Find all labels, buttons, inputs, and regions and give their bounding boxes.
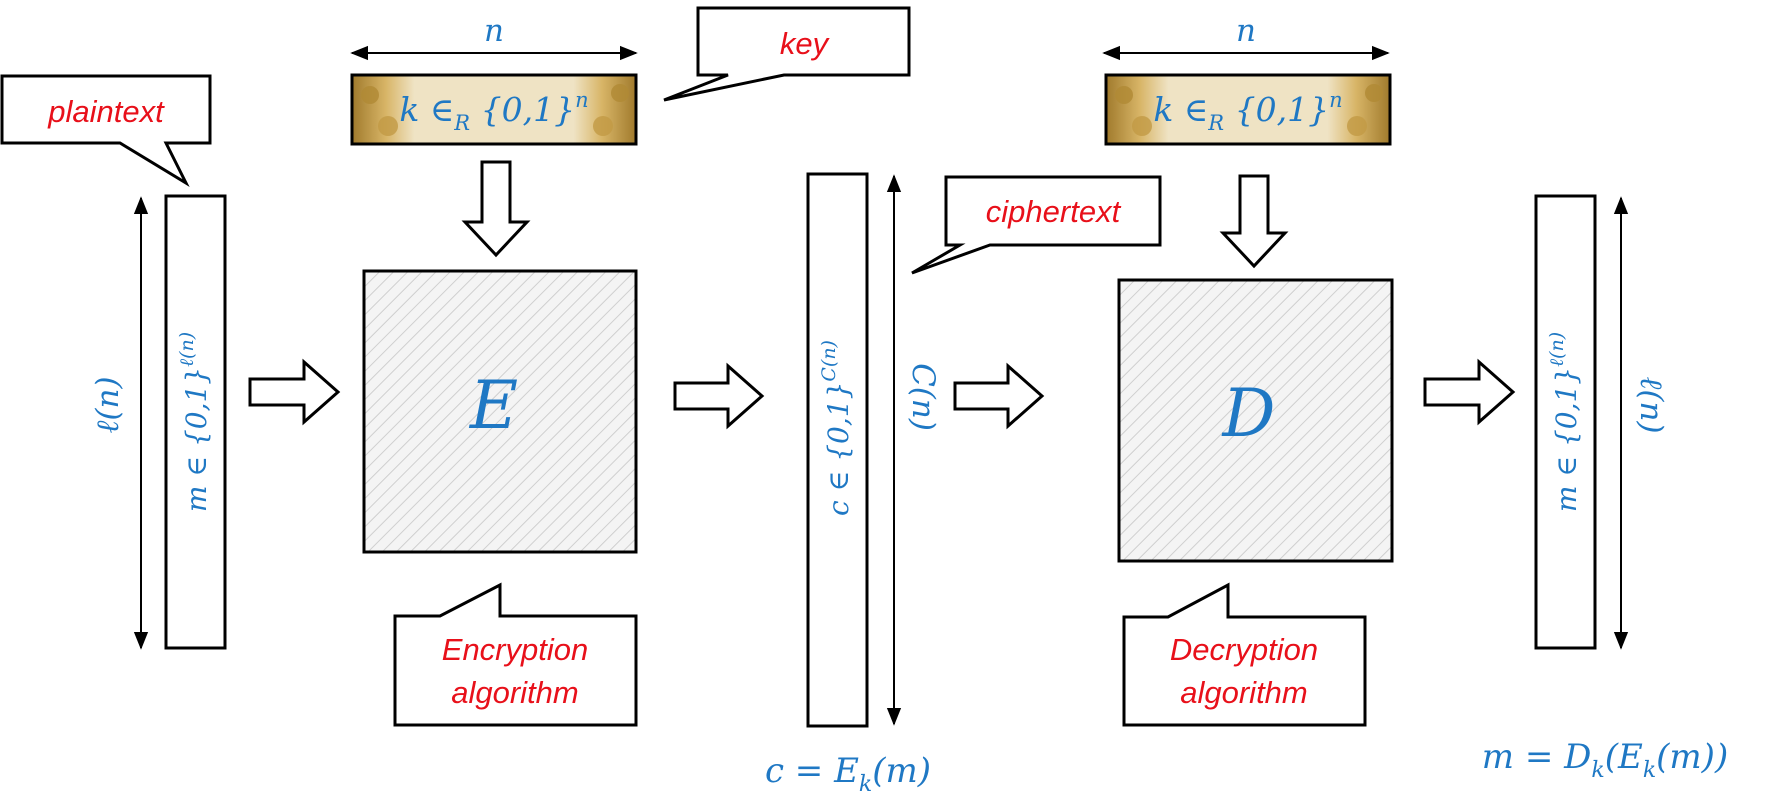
key-box-left: k ∈R {0,1}n	[350, 73, 638, 146]
output-set-label: m ∈ {0,1}ℓ(n)	[1546, 332, 1583, 512]
decryption-callout: Decryption algorithm	[1122, 582, 1367, 727]
plaintext-set-exponent: ℓ(n)	[176, 332, 198, 367]
cipher-formula-pre: c = E	[765, 751, 859, 791]
key-callout: key	[663, 6, 911, 102]
flow-arrow-to-output	[1423, 358, 1516, 426]
encryption-callout-line1: Encryption	[442, 632, 588, 667]
decryption-callout-line2: algorithm	[1180, 675, 1308, 710]
plaintext-set-label: m ∈ {0,1}ℓ(n)	[176, 332, 213, 512]
decrypt-formula-pre: m = D	[1482, 737, 1592, 777]
ciphertext-set-label: c ∈ {0,1}C(n)	[818, 340, 855, 516]
ciphertext-callout-text: ciphertext	[986, 194, 1122, 229]
key-left-prefix: k ∈	[399, 90, 454, 129]
key-left-subscript: R	[453, 111, 470, 135]
key-left-exponent: n	[575, 88, 589, 112]
ciphertext-length-arrow: C(n)	[886, 174, 941, 726]
encryption-callout-line2: algorithm	[451, 675, 579, 710]
plaintext-callout-text: plaintext	[47, 94, 165, 129]
key-left-set: {0,1}	[470, 90, 575, 129]
key-right-set: {0,1}	[1224, 90, 1329, 129]
encryption-symbol: E	[469, 367, 518, 444]
key-right-subscript: R	[1207, 111, 1224, 135]
decrypt-formula-sub2: k	[1643, 758, 1656, 783]
decrypt-formula-post: (m))	[1656, 737, 1728, 777]
decryption-box: D	[1117, 278, 1394, 563]
output-set-text: m ∈ {0,1}	[1550, 367, 1583, 512]
key-length-label-left: n	[484, 13, 504, 49]
output-plaintext-bar: m ∈ {0,1}ℓ(n)	[1534, 194, 1597, 650]
plaintext-set-text: m ∈ {0,1}	[180, 367, 213, 512]
key-text-right: k ∈R {0,1}n	[1153, 88, 1342, 135]
output-length-arrow: ℓ(n)	[1613, 196, 1669, 650]
key-length-arrow-left: n	[350, 13, 638, 61]
decryption-symbol: D	[1222, 375, 1276, 452]
encryption-callout: Encryption algorithm	[393, 582, 638, 727]
cipher-formula-sub: k	[859, 772, 872, 797]
plaintext-bar: m ∈ {0,1}ℓ(n)	[164, 194, 227, 650]
decryption-formula: m = Dk(Ek(m))	[1482, 737, 1728, 783]
key-right-exponent: n	[1329, 88, 1343, 112]
flow-arrow-to-ciphertext	[673, 362, 765, 430]
ciphertext-callout: ciphertext	[911, 175, 1162, 275]
ciphertext-set-exponent: C(n)	[818, 340, 840, 382]
cipher-formula-post: (m)	[872, 751, 931, 791]
key-length-arrow-right: n	[1102, 13, 1390, 61]
flow-arrow-to-encrypt	[248, 358, 341, 426]
key-arrow-to-decrypt	[1219, 174, 1289, 269]
key-box-right: k ∈R {0,1}n	[1104, 73, 1392, 146]
key-length-label-right: n	[1236, 13, 1256, 49]
ciphertext-set-text: c ∈ {0,1}	[822, 382, 855, 516]
output-set-exponent: ℓ(n)	[1546, 332, 1568, 367]
plaintext-callout: plaintext	[0, 74, 212, 187]
decryption-callout-line1: Decryption	[1170, 632, 1318, 667]
ciphertext-length-label: C(n)	[905, 363, 941, 431]
flow-arrow-to-decrypt	[953, 362, 1045, 430]
key-callout-text: key	[780, 26, 831, 61]
plaintext-length-arrow: ℓ(n)	[90, 196, 149, 650]
plaintext-length-label: ℓ(n)	[90, 376, 126, 433]
decrypt-formula-mid: (E	[1605, 737, 1643, 777]
encryption-box: E	[362, 269, 638, 554]
key-text-left: k ∈R {0,1}n	[399, 88, 588, 135]
key-arrow-to-encrypt	[461, 160, 531, 258]
decrypt-formula-sub1: k	[1591, 758, 1604, 783]
key-right-prefix: k ∈	[1153, 90, 1208, 129]
ciphertext-bar: c ∈ {0,1}C(n)	[806, 172, 869, 728]
output-length-label: ℓ(n)	[1633, 376, 1669, 433]
ciphertext-formula: c = Ek(m)	[765, 751, 931, 797]
